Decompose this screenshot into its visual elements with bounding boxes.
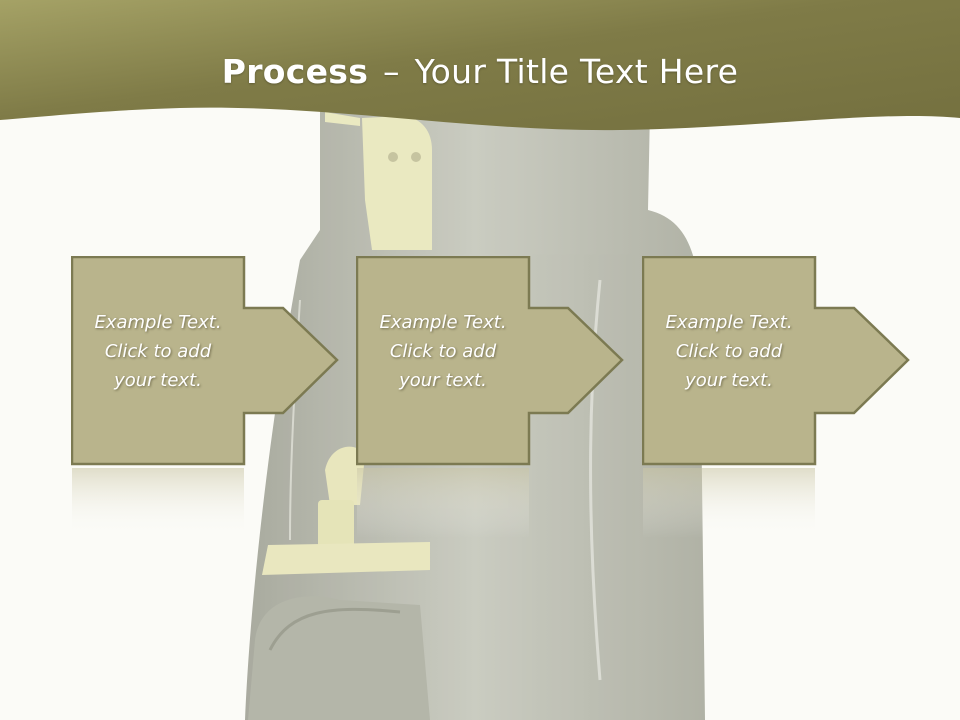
process-step-2[interactable]: Example Text. Click to add your text. <box>356 256 696 556</box>
step-3-arrow-box <box>642 256 910 538</box>
step-2-arrow-box <box>356 256 624 538</box>
step-1-arrow-box <box>71 256 339 538</box>
step-2-text[interactable]: Example Text. Click to add your text. <box>379 312 507 391</box>
step-1-text[interactable]: Example Text. Click to add your text. <box>94 312 222 391</box>
slide-title[interactable]: Process – Your Title Text Here <box>0 52 960 91</box>
process-step-1[interactable]: Example Text. Click to add your text. <box>71 256 411 556</box>
step-3-text[interactable]: Example Text. Click to add your text. <box>665 312 793 391</box>
process-step-3[interactable]: Example Text. Click to add your text. <box>642 256 960 556</box>
title-bold-part: Process <box>221 52 369 91</box>
title-rest-part: Your Title Text Here <box>414 52 739 91</box>
header-band <box>0 0 960 131</box>
title-separator: – <box>383 52 400 91</box>
